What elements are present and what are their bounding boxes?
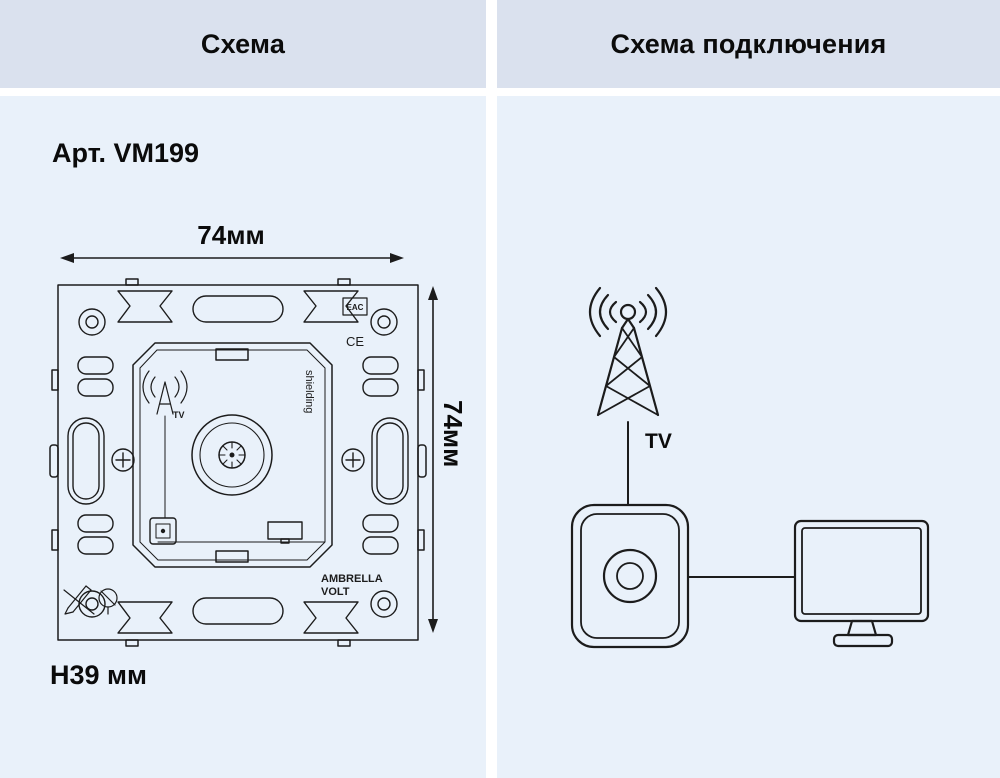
- width-dimension-arrow: [60, 253, 404, 263]
- connection-diagram: [570, 286, 930, 649]
- metal-frame-outline: [49, 278, 427, 647]
- mounting-frame-drawing: TV shielding EAC CE AMBRELLA VOLT: [49, 253, 438, 647]
- antenna-pictogram-label: TV: [173, 410, 185, 420]
- coax-connector: [191, 414, 273, 496]
- brand-line1: AMBRELLA: [321, 573, 383, 585]
- article-number: Арт. VM199: [52, 138, 200, 168]
- schematic-panel: [0, 96, 486, 778]
- mounting-claws: [117, 290, 359, 634]
- input-connector: [149, 517, 177, 545]
- tv-signal-label: TV: [645, 430, 672, 453]
- connection-panel: [497, 96, 1000, 778]
- height-dimension-arrow: [428, 286, 438, 633]
- side-slots: [67, 356, 409, 555]
- shielding-label: shielding: [303, 370, 315, 413]
- claw-screws: [111, 448, 365, 472]
- column-header-schema: Схема: [0, 0, 486, 88]
- socket-body: [132, 342, 333, 568]
- no-tools-icon: [63, 585, 118, 615]
- antenna-pictogram-icon: [142, 370, 188, 519]
- output-terminal: [267, 521, 303, 544]
- brand-text: AMBRELLA VOLT: [321, 573, 383, 598]
- ce-mark: CE: [346, 334, 364, 349]
- television-icon: [793, 519, 930, 648]
- antenna-tower-icon: [588, 286, 668, 417]
- corner-screw-holes: [78, 308, 398, 618]
- tv-socket-icon: [570, 503, 690, 649]
- column-header-schema-label: Схема: [200, 28, 286, 59]
- brand-line2: VOLT: [321, 586, 350, 598]
- width-dimension-label: 74мм: [197, 220, 265, 250]
- certification-marks: EAC CE: [342, 297, 368, 349]
- depth-dimension-label: H39 мм: [50, 660, 147, 690]
- eac-mark: EAC: [347, 303, 364, 312]
- column-header-connection-label: Схема подключения: [610, 28, 887, 59]
- column-header-connection: Схема подключения: [497, 0, 1000, 88]
